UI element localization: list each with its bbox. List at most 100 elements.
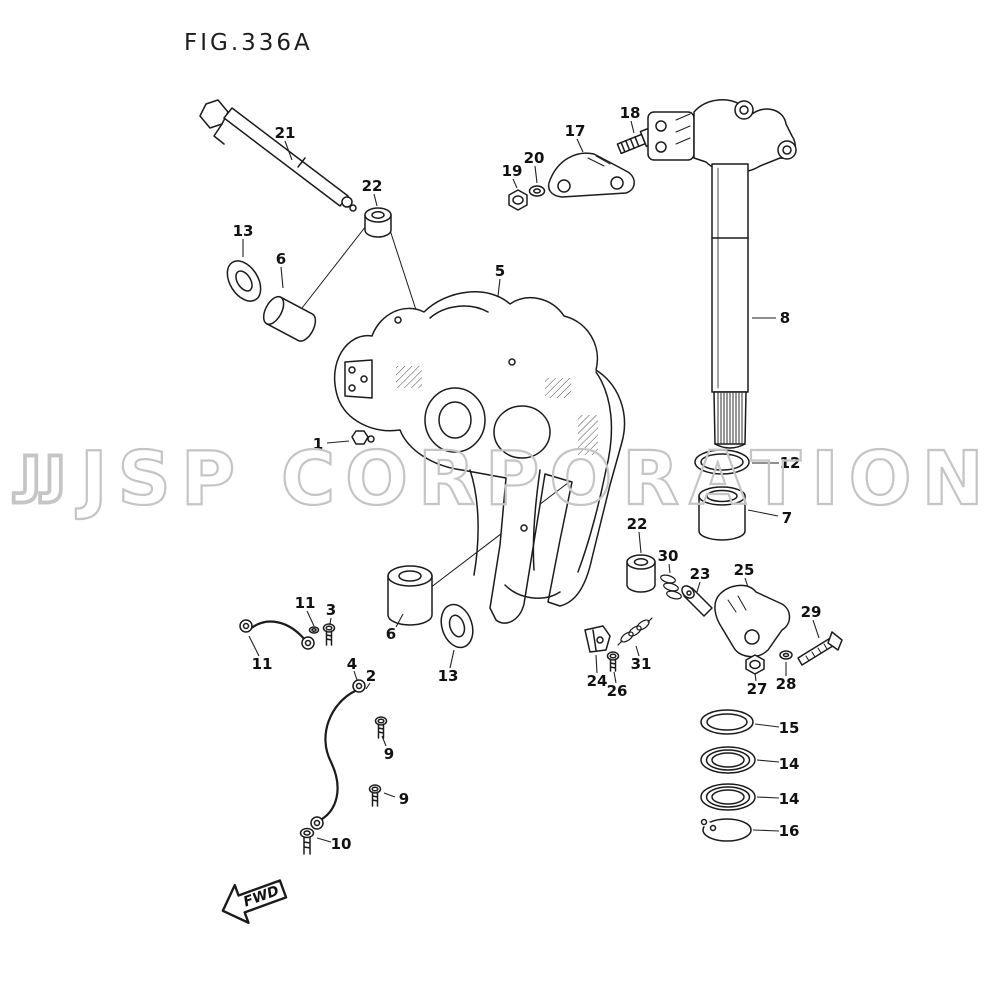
- part-5-swivel-bracket: [333, 291, 626, 624]
- part-label-18: 18: [620, 104, 641, 122]
- leader-line-part-14: [756, 796, 780, 799]
- leader-line-part-27: [754, 672, 757, 682]
- leader-line-part-5: [497, 278, 501, 297]
- part-16-snap-ring: [696, 818, 752, 842]
- part-14-seal-a: [700, 746, 756, 774]
- leader-line-part-18: [630, 120, 635, 134]
- leader-line-part-11: [306, 610, 315, 627]
- part-22-bushing-lower: [626, 554, 656, 593]
- part-label-15: 15: [779, 719, 800, 737]
- part-label-11: 11: [252, 655, 273, 673]
- leader-line-part-14: [756, 759, 780, 763]
- part-14-seal-b: [700, 783, 756, 811]
- part-25-cam-lever: [714, 584, 791, 658]
- part-26-bolt: [606, 651, 620, 672]
- leader-line-part-30: [668, 563, 671, 574]
- part-label-25: 25: [734, 561, 755, 579]
- part-label-11: 11: [295, 594, 316, 612]
- part-17-bracket: [547, 152, 635, 198]
- leader-line-part-25: [744, 577, 749, 588]
- part-label-22: 22: [362, 177, 383, 195]
- part-label-13: 13: [233, 222, 254, 240]
- part-24-bracket: [584, 625, 611, 653]
- leader-line-part-13: [449, 649, 455, 669]
- part-7-bushing: [698, 486, 746, 541]
- part-label-20: 20: [524, 149, 545, 167]
- part-label-6: 6: [276, 250, 286, 268]
- leader-line-part-29: [812, 619, 820, 639]
- leader-line-part-16: [752, 829, 780, 832]
- leader-line-part-17: [576, 138, 584, 153]
- part-19-nut: [508, 189, 528, 211]
- part-label-1: 1: [313, 435, 323, 453]
- leader-line-part-9: [383, 792, 396, 798]
- part-label-28: 28: [776, 675, 797, 693]
- part-label-10: 10: [331, 835, 352, 853]
- part-label-22: 22: [627, 515, 648, 533]
- leader-line-part-23: [696, 581, 701, 593]
- leader-line-part-11: [248, 635, 260, 657]
- part-label-9: 9: [399, 790, 409, 808]
- part-23-link: [681, 585, 713, 617]
- part-label-19: 19: [502, 162, 523, 180]
- part-11-washer: [308, 626, 320, 634]
- part-label-30: 30: [658, 547, 679, 565]
- part-22-bushing-upper: [364, 207, 392, 238]
- part-29-bolt: [797, 631, 843, 666]
- part-label-3: 3: [326, 601, 336, 619]
- part-6-bushing-upper: [262, 295, 317, 342]
- leader-line-part-31: [635, 645, 640, 657]
- leader-line-part-6: [280, 266, 284, 289]
- leader-line-part-3: [329, 617, 332, 625]
- leader-line-part-24: [595, 654, 598, 674]
- part-1-grease-fitting: [351, 430, 375, 445]
- part-11-ground-lead: [239, 619, 315, 650]
- part-label-17: 17: [565, 122, 586, 140]
- part-label-29: 29: [801, 603, 822, 621]
- leader-line-part-1: [326, 440, 350, 444]
- part-label-27: 27: [747, 680, 768, 698]
- part-21-tilt-rod: [199, 99, 357, 212]
- part-28-washer: [779, 650, 793, 660]
- part-2-4-ground-lead: [310, 679, 366, 830]
- part-label-8: 8: [780, 309, 790, 327]
- leader-line-part-9: [381, 735, 387, 747]
- leader-line-part-4: [353, 670, 358, 681]
- figure-title: FIG.336A: [184, 30, 313, 56]
- part-9-screw-b: [368, 784, 382, 807]
- fwd-arrow-icon: FWD: [221, 879, 288, 924]
- part-label-14: 14: [779, 755, 800, 773]
- part-label-21: 21: [275, 124, 296, 142]
- part-13-washer-upper: [226, 260, 262, 302]
- part-15-o-ring: [700, 709, 754, 735]
- part-label-6: 6: [386, 625, 396, 643]
- part-label-24: 24: [587, 672, 608, 690]
- leader-line-part-22: [373, 193, 378, 207]
- part-label-31: 31: [631, 655, 652, 673]
- leader-line-part-7: [747, 509, 779, 517]
- part-label-16: 16: [779, 822, 800, 840]
- leader-line-part-15: [754, 723, 780, 728]
- part-label-2: 2: [366, 667, 376, 685]
- part-20-washer: [528, 185, 546, 197]
- leader-line-part-26: [613, 671, 617, 684]
- leaders-layer: [242, 120, 820, 843]
- leader-line-part-10: [316, 837, 332, 843]
- part-label-26: 26: [607, 682, 628, 700]
- part-label-13: 13: [438, 667, 459, 685]
- part-30-spring: [660, 574, 682, 600]
- part-8-swivel-shaft: [647, 99, 797, 449]
- part-6-bushing-lower: [387, 565, 433, 626]
- leader-line-part-6: [395, 613, 404, 628]
- part-label-14: 14: [779, 790, 800, 808]
- leader-line-part-2: [365, 682, 371, 690]
- part-label-4: 4: [347, 655, 357, 673]
- part-3-screw: [322, 623, 336, 646]
- part-10-screw: [299, 827, 315, 855]
- part-label-7: 7: [782, 509, 792, 527]
- part-31-spring: [617, 617, 653, 646]
- leader-line-part-21: [284, 140, 293, 161]
